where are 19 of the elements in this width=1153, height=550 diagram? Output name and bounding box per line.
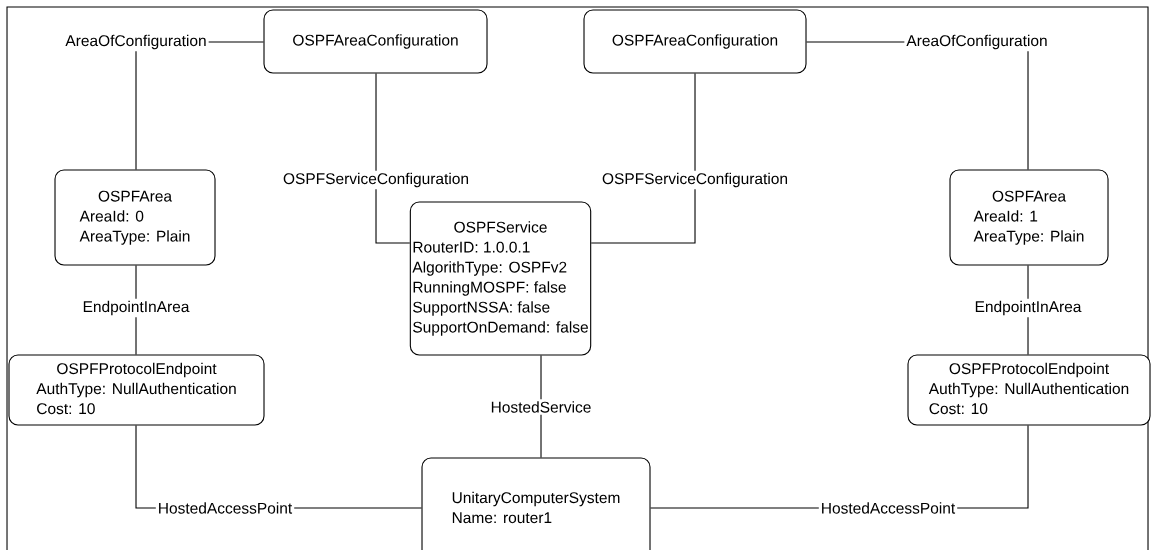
edge-label: EndpointInArea <box>972 298 1084 318</box>
edge-label: EndpointInArea <box>80 298 192 318</box>
class-box: OSPFAreaConfiguration <box>583 9 807 74</box>
connector-line <box>590 73 696 244</box>
edge-label: AreaOfConfiguration <box>63 32 209 52</box>
class-box: OSPFArea AreaId: 1 AreaType: Plain <box>949 169 1109 266</box>
edge-label: OSPFServiceConfiguration <box>599 170 791 190</box>
edge-label: HostedAccessPoint <box>155 500 295 516</box>
class-box: OSPFProtocolEndpoint AuthType: NullAuthentication Cost: 10 <box>8 354 265 426</box>
class-box: OSPFAreaConfiguration <box>263 9 488 74</box>
edge-label: AreaOfConfiguration <box>904 32 1050 52</box>
edge-label: HostedService <box>488 399 594 415</box>
class-box: OSPFService RouterID: 1.0.0.1 AlgorithType: OSPFv2 RunningMOSPF: false SupportNSSA: false SupportOnDemand: false <box>409 201 592 356</box>
class-box: OSPFArea AreaId: 0 AreaType: Plain <box>54 169 216 266</box>
class-box: OSPFProtocolEndpoint AuthType: NullAuthentication Cost: 10 <box>907 354 1151 426</box>
edge-label: OSPFServiceConfiguration <box>280 170 472 190</box>
class-box: UnitaryComputerSystem Name: router1 <box>421 457 651 550</box>
connector-line <box>375 73 411 244</box>
edge-label: HostedAccessPoint <box>818 500 958 516</box>
